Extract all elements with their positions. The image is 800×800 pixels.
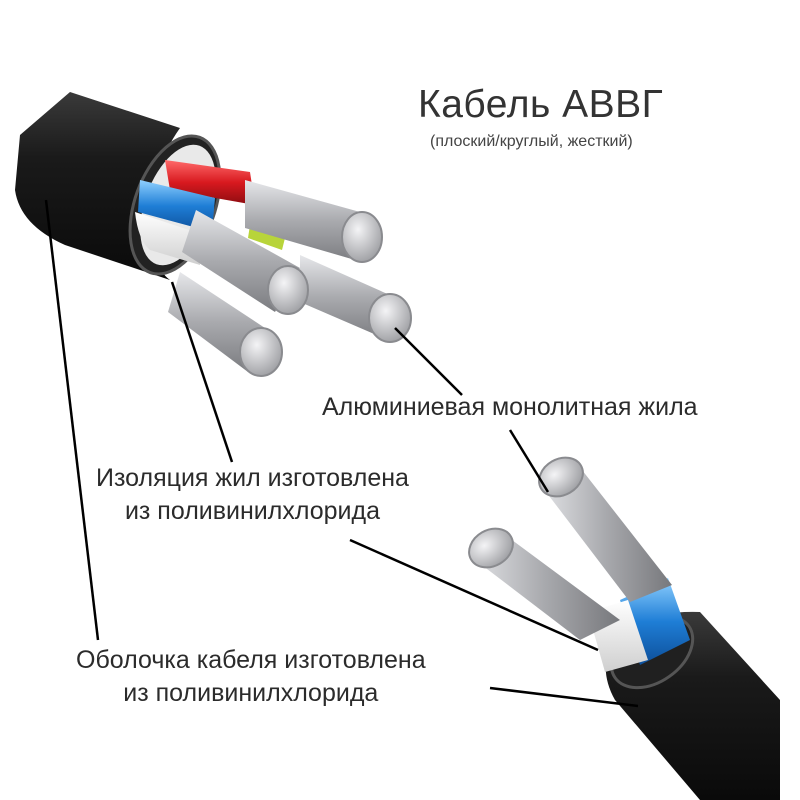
- sheath-label: Оболочка кабеля изготовлена из поливинил…: [76, 644, 426, 709]
- aluminum-conductor-2: [300, 255, 412, 343]
- diagram-title: Кабель АВВГ: [418, 83, 664, 126]
- leader-core-upper: [394, 327, 463, 396]
- insulation-label-line-1: Изоляция жил изготовлена: [96, 464, 409, 492]
- aluminum-conductor-lower-1: [538, 456, 672, 602]
- sheath-label-line-1: Оболочка кабеля изготовлена: [76, 646, 426, 674]
- diagram-subtitle: (плоский/круглый, жесткий): [430, 133, 633, 150]
- leader-sheath-upper: [44, 199, 100, 641]
- leader-insulation-lower: [349, 538, 599, 652]
- leader-insulation-upper: [170, 281, 234, 463]
- leader-lines: [44, 199, 639, 708]
- aluminum-conductor-3: [182, 210, 309, 315]
- red-insulated-core: [165, 160, 255, 205]
- insulation-label-line-2: из поливинилхлорида: [124, 496, 380, 525]
- aluminum-conductor-1: [245, 180, 383, 263]
- leader-sheath-lower: [489, 686, 639, 708]
- aluminum-conductor-lower-2: [468, 527, 620, 640]
- lower-cable: [468, 456, 780, 800]
- sheath-label-line-2: из поливинилхлорида: [123, 678, 379, 707]
- leader-core-lower: [508, 429, 550, 493]
- upper-cable: [15, 92, 412, 377]
- aluminum-conductor-4: [168, 272, 283, 377]
- insulation-label: Изоляция жил изготовлена из поливинилхло…: [96, 462, 409, 527]
- core-label: Алюминиевая монолитная жила: [322, 393, 698, 421]
